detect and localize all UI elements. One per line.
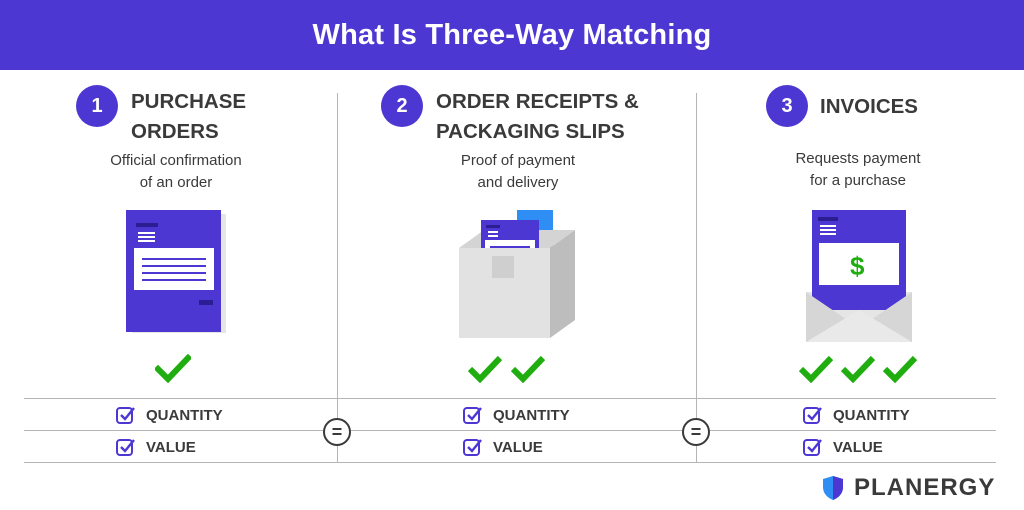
equals-icon: = [682,418,710,446]
receipts-box-icon [459,210,575,338]
checkmark-icon [882,355,918,384]
column-description: Official confirmation of an order [56,150,296,194]
description-line: Proof of payment [460,152,576,169]
checkbox-checked-icon [116,407,135,424]
match-checkmarks [467,354,547,388]
dollar-sign-icon: $ [850,251,865,281]
brand-logo: PLANERGY [822,474,995,502]
criteria-value: VALUE [116,436,196,458]
invoice-envelope-icon: $ [804,208,914,344]
match-checkmarks [155,354,191,388]
step-number-badge: 2 [381,85,423,127]
criteria-label: VALUE [833,438,883,456]
checkmark-icon [510,355,546,384]
checkmark-icon [798,355,834,384]
checkmark-icon [467,355,503,384]
checkmark-icons [467,355,546,384]
criteria-label: QUANTITY [833,406,910,424]
criteria-label: VALUE [493,438,543,456]
description-line: for a purchase [810,172,906,189]
equals-icon: = [323,418,351,446]
criteria-value: VALUE [803,436,883,458]
step-number-badge: 1 [76,85,118,127]
checkbox-checked-icon [116,439,135,456]
brand-name: PLANERGY [854,474,996,501]
checkmark-icon [840,355,876,384]
checkbox-checked-icon [463,439,482,456]
column-description: Proof of payment and delivery [398,150,638,194]
column-title: PURCHASE ORDERS [131,87,246,147]
column-title-line: ORDER RECEIPTS & [436,90,639,113]
purchase-order-document-icon [126,210,226,333]
criteria-label: QUANTITY [493,406,570,424]
criteria-quantity: QUANTITY [116,404,223,426]
criteria-label: VALUE [146,438,196,456]
column-title: ORDER RECEIPTS & PACKAGING SLIPS [436,87,639,147]
description-line: Requests payment [795,150,921,167]
step-number-badge: 3 [766,85,808,127]
column-divider [696,93,697,463]
table-rule-bottom [24,462,996,463]
column-title-line: INVOICES [820,95,918,118]
shield-logo-icon [823,476,843,500]
column-title-line: PURCHASE [131,90,247,113]
table-rule-middle [24,430,996,431]
page-title: What Is Three-Way Matching [0,0,1024,70]
checkmark-icon [155,354,191,384]
match-checkmarks [798,354,920,388]
criteria-quantity: QUANTITY [463,404,570,426]
checkmark-icons [798,355,918,384]
column-title-line: ORDERS [131,120,219,143]
column-title-line: PACKAGING SLIPS [436,120,625,143]
column-title: INVOICES [820,92,918,122]
criteria-quantity: QUANTITY [803,404,910,426]
checkbox-checked-icon [463,407,482,424]
column-description: Requests payment for a purchase [738,148,978,192]
criteria-label: QUANTITY [146,406,223,424]
criteria-value: VALUE [463,436,543,458]
description-line: Official confirmation [110,152,242,169]
checkbox-checked-icon [803,439,822,456]
checkbox-checked-icon [803,407,822,424]
column-divider [337,93,338,463]
description-line: and delivery [477,174,559,191]
table-rule-top [24,398,996,399]
description-line: of an order [139,174,213,191]
